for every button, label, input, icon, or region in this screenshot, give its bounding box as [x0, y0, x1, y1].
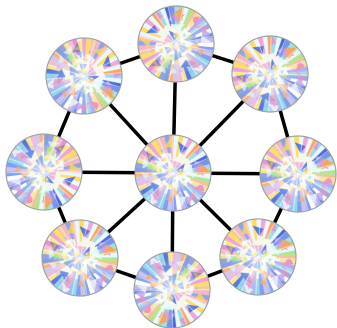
gem-node-bottom-left — [33, 211, 127, 305]
gem-node-bottom — [125, 243, 219, 328]
node-layer — [2, 3, 337, 328]
gem-node-left — [2, 130, 87, 215]
gem-node-right — [249, 125, 337, 223]
gem-node-top-left — [31, 23, 137, 129]
gem-node-top — [135, 3, 217, 85]
